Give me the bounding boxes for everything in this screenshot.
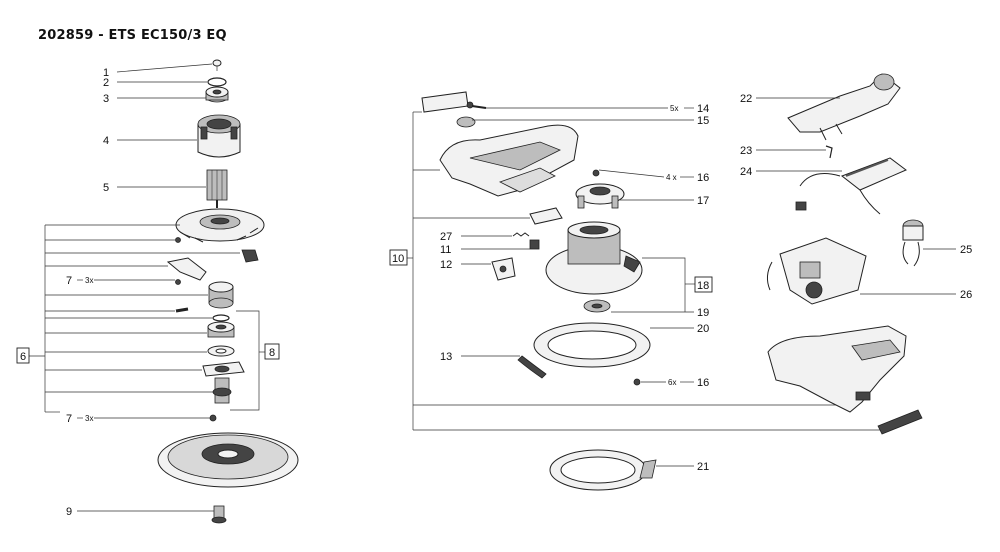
callout-10: 10 <box>392 253 404 265</box>
part-25-connector <box>902 219 924 267</box>
part-3-bearing <box>205 86 229 103</box>
diagram-title: 202859 - ETS EC150/3 EQ <box>38 28 227 43</box>
part-5-rotor <box>206 169 228 208</box>
callout-1: 1 <box>103 67 109 79</box>
part-9-screw <box>211 505 227 524</box>
callout-9: 9 <box>66 506 72 518</box>
callout-18: 18 <box>697 280 709 292</box>
callout-3: 3 <box>103 93 109 105</box>
part-14-screw <box>466 101 487 109</box>
qty-16a: 4 x <box>666 173 677 182</box>
part-pad-sheet <box>529 207 563 225</box>
part-12-brush-cap <box>491 257 516 281</box>
part-11-carbon-brush <box>529 239 540 250</box>
part-21-pad-ring <box>549 449 657 491</box>
callout-13: 13 <box>440 351 452 363</box>
callout-11: 11 <box>440 244 451 256</box>
callout-5: 5 <box>103 182 109 194</box>
part-fan-plate <box>175 208 265 243</box>
qty-7b: 3x <box>85 414 93 423</box>
callout-2: 2 <box>103 77 109 89</box>
callout-26: 26 <box>960 289 972 301</box>
part-17-brush-holder <box>575 183 625 209</box>
qty-7a: 3x <box>85 276 93 285</box>
part-23-wire <box>825 145 833 159</box>
part-flange <box>202 361 245 377</box>
part-2-ring <box>207 77 227 87</box>
callout-14: 14 <box>697 103 709 115</box>
part-screw-7b <box>209 414 217 422</box>
part-brush-clip <box>241 249 259 263</box>
qty-16b: 6x <box>668 378 676 387</box>
callout-25: 25 <box>960 244 972 256</box>
part-1-screw <box>212 59 222 71</box>
part-15-knob <box>456 116 476 128</box>
part-16b-screw <box>633 378 641 386</box>
part-circlip <box>212 314 230 322</box>
callout-4: 4 <box>103 135 109 147</box>
part-4-stator <box>197 114 241 158</box>
part-eccentric-hub <box>208 281 234 309</box>
part-motor-housing <box>545 221 643 295</box>
part-pin <box>175 307 189 313</box>
group-box-8 <box>264 343 280 360</box>
callout-8: 8 <box>269 347 275 359</box>
callout-16b: 16 <box>697 377 709 389</box>
callout-15: 15 <box>697 115 709 127</box>
callout-23: 23 <box>740 145 752 157</box>
part-22-handle-cover <box>787 73 901 141</box>
group-box-6 <box>16 347 30 364</box>
callout-22: 22 <box>740 93 752 105</box>
callout-21: 21 <box>697 461 709 473</box>
callout-12: 12 <box>440 259 452 271</box>
callout-7a: 7 <box>66 275 72 287</box>
part-motor-cover <box>767 325 907 413</box>
callout-6: 6 <box>20 351 26 363</box>
callout-24: 24 <box>740 166 752 178</box>
callout-20: 20 <box>697 323 709 335</box>
part-spindle <box>212 377 232 404</box>
callout-27: 27 <box>440 231 452 243</box>
callout-16a: 16 <box>697 172 709 184</box>
group-box-10 <box>389 249 408 266</box>
part-washer <box>207 345 235 357</box>
part-26-electronics <box>766 237 867 305</box>
part-bearing-lower <box>207 321 235 338</box>
part-24-switch-board <box>795 157 907 215</box>
callout-19: 19 <box>697 307 709 319</box>
part-label-strip <box>421 91 469 113</box>
part-19-bearing <box>583 299 611 313</box>
group-box-18 <box>694 276 713 293</box>
part-small-screw-a <box>175 237 181 243</box>
part-20-ring-frame <box>533 322 651 368</box>
qty-14: 5x <box>670 104 678 113</box>
part-27-spring <box>512 232 530 237</box>
part-label-plate <box>877 409 923 435</box>
part-sanding-pad <box>157 432 299 488</box>
part-13-latch <box>517 355 547 379</box>
part-16-screw <box>592 169 600 177</box>
part-housing-upper <box>439 124 579 197</box>
callout-17: 17 <box>697 195 709 207</box>
part-7-bracket <box>166 257 207 285</box>
callout-7b: 7 <box>66 413 72 425</box>
